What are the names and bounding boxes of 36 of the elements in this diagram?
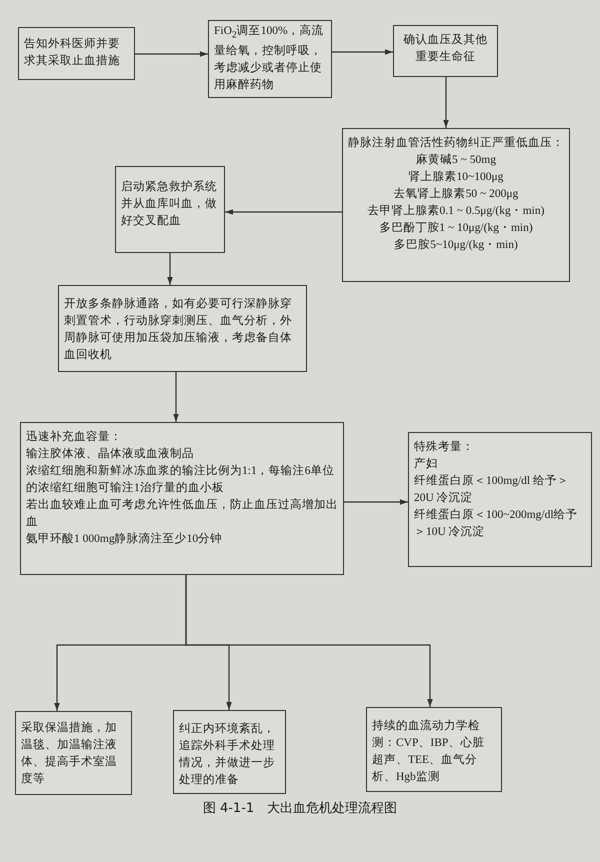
text-line: 输注胶体液、晶体液或血液制品	[26, 446, 195, 462]
process-box	[20, 422, 344, 575]
text-line: 纤维蛋白原＜100mg/dl 给予＞20U 冷沉淀	[414, 474, 570, 506]
box-heading: 特殊考量：	[414, 440, 475, 455]
process-box	[342, 128, 570, 282]
process-box: 采取保温措施，加温毯、加温输注液体、提高手术室温度等	[15, 711, 132, 795]
text-line: 多巴酚丁胺1 ~ 10μg/(kg・min)	[378, 220, 534, 236]
arrow	[332, 49, 393, 55]
text-line: 多巴胺5~10μg/(kg・min)	[393, 238, 519, 253]
process-box: 持续的血流动力学检测：CVP、IBP、心脏超声、TEE、血气分析、Hgb监测	[366, 707, 502, 792]
box-heading: 静脉注射血管活性药物纠正严重低血压：	[348, 135, 564, 151]
text-line: 产妇	[414, 456, 439, 472]
text-line: 若出血较难止血可考虑允许性低血压，防止血压过高增加出血	[26, 497, 338, 530]
text-line: 浓缩红细胞和新鲜冰冻血浆的输注比例为1:1，每输注6单位的浓缩红细胞可输注1治疗量的血小板	[26, 463, 336, 496]
text-line: 去氧肾上腺素50 ~ 200μg	[392, 186, 520, 202]
process-box: FiO$_{2}$调至100%，高流量给氧，控制呼吸，考虑减少或者停止使用麻醉药物	[208, 20, 332, 98]
text-line: 氨甲环酸1 000mg静脉滴注至少10分钟	[26, 531, 224, 547]
text-line: 纤维蛋白原＜100~200mg/dl给予＞10U 冷沉淀	[414, 508, 579, 540]
figure-caption: 图 4-1-1 大出血危机处理流程图	[202, 800, 398, 817]
process-box	[408, 432, 592, 567]
process-box: 纠正内环境紊乱，追踪外科手术处理情况，并做进一步处理的准备	[173, 710, 286, 794]
arrow	[185, 575, 433, 707]
text-line: 去甲肾上腺素0.1 ~ 0.5μg/(kg・min)	[366, 204, 546, 219]
box-heading: 迅速补充血容量：	[26, 429, 123, 445]
process-box: 启动紧急救护系统并从血库叫血，做好交叉配血	[115, 166, 225, 253]
process-box: 开放多条静脉通路，如有必要可行深静脉穿刺置管术，行动脉穿刺测压、血气分析，外周静脉可使用加压袋加压输液，考虑备自体血回收机	[58, 285, 307, 372]
arrow	[167, 253, 173, 285]
arrow	[135, 51, 208, 57]
text-line: 肾上腺素10~100μg	[408, 170, 504, 185]
process-box: 确认血压及其他重要生命征	[393, 25, 498, 77]
arrow	[344, 499, 408, 505]
text-line: 麻黄碱5 ~ 50mg	[415, 152, 497, 168]
arrow	[443, 77, 449, 128]
arrow	[173, 372, 179, 422]
arrow	[225, 209, 342, 215]
process-box: 告知外科医师并要求其采取止血措施	[18, 27, 135, 80]
